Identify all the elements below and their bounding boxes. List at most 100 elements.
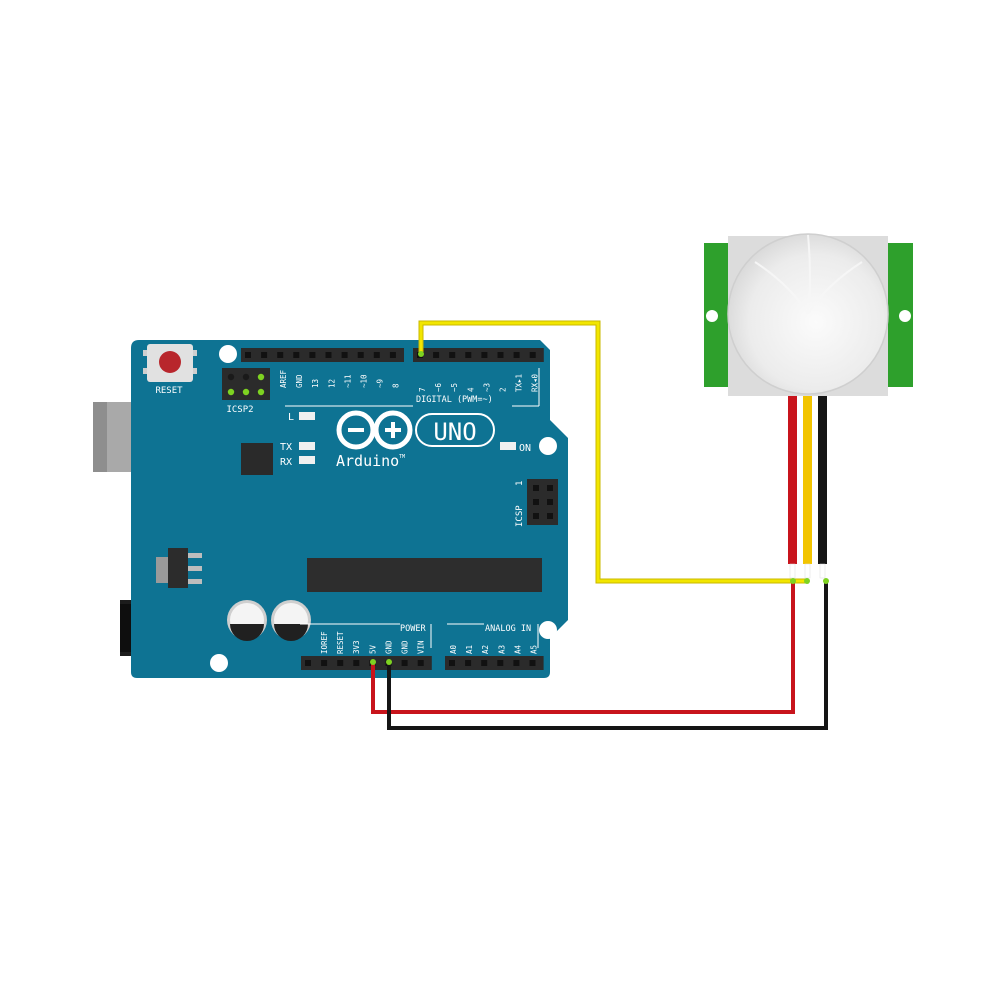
pin-label: 8 <box>392 383 401 388</box>
pin-label: ~9 <box>376 379 385 388</box>
header-pin <box>497 352 504 358</box>
header-pin <box>533 513 539 519</box>
pin-label: ~3 <box>482 383 491 392</box>
icsp2-header <box>222 368 270 400</box>
pin-label: AREF <box>279 369 288 388</box>
lead-out <box>803 396 812 579</box>
led-on: ON <box>500 442 531 454</box>
led-l-label: L <box>288 412 294 423</box>
led-rx: RX <box>280 456 315 468</box>
header-pin <box>529 660 536 666</box>
header-pin <box>277 352 284 358</box>
header-pin <box>513 660 520 666</box>
led-l: L <box>288 412 315 423</box>
reset-label: RESET <box>155 386 183 396</box>
header-pin <box>533 485 539 491</box>
header-pin <box>401 660 408 666</box>
wire-ground[interactable] <box>387 581 828 730</box>
infinity-symbol <box>336 410 413 450</box>
sensor-bracket-right <box>884 243 913 387</box>
header-pin <box>389 352 396 358</box>
header-pin <box>353 660 360 666</box>
header-pin <box>337 660 344 666</box>
digital-header-label: DIGITAL (PWM=~) <box>416 395 493 405</box>
atmega-chip <box>307 558 542 592</box>
pin-label: GND <box>401 640 410 654</box>
lead-gnd <box>818 396 827 579</box>
icsp2-label: ICSP2 <box>226 405 253 415</box>
wire-signal[interactable] <box>418 320 807 584</box>
led-tx-label: TX <box>280 442 292 453</box>
icsp-label: ICSP <box>515 505 525 527</box>
pin-label: 4 <box>466 387 475 392</box>
bracket-hole <box>899 310 911 322</box>
power-silkscreen-frame <box>300 623 539 648</box>
pin-label: 5V <box>368 644 377 654</box>
pin-label: 12 <box>327 379 336 388</box>
header-pin <box>533 499 539 505</box>
header-pin <box>433 352 440 358</box>
header-pin <box>227 388 235 396</box>
pin-label: 2 <box>499 387 508 392</box>
header-pin <box>242 373 250 381</box>
pin-label: A4 <box>513 644 522 654</box>
wire-endpoint <box>804 578 810 584</box>
header-pin <box>547 499 553 505</box>
header-pin <box>257 388 265 396</box>
header-body <box>241 348 404 362</box>
arduino-wordmark: Arduino <box>336 452 399 470</box>
power-pin-labels: IOREF RESET 3V3 5V GND GND VIN <box>320 631 426 654</box>
reset-button[interactable] <box>143 344 197 382</box>
power-header-label: POWER <box>400 624 426 634</box>
pin-label: RX◂0 <box>531 373 540 392</box>
header-pin <box>373 352 380 358</box>
uno-label: UNO <box>433 418 476 446</box>
led-tx: TX <box>280 442 315 453</box>
header-pin <box>547 485 553 491</box>
digital-header-right <box>413 348 544 362</box>
wire-endpoint <box>370 659 376 665</box>
pin-label: ~10 <box>360 374 369 388</box>
header-pin <box>481 352 488 358</box>
header-pin <box>309 352 316 358</box>
pin-label: ~5 <box>450 383 459 392</box>
mounting-hole <box>539 621 557 639</box>
pin-label: IOREF <box>320 631 329 654</box>
header-pin <box>449 352 456 358</box>
pin-label: GND <box>384 640 393 654</box>
wire-power[interactable] <box>371 581 795 714</box>
pin-label: A5 <box>530 645 539 654</box>
header-pin <box>481 660 488 666</box>
header-pin <box>513 352 520 358</box>
pin-label: VIN <box>417 640 426 654</box>
pin-label: 7 <box>418 387 427 392</box>
header-pin <box>465 660 472 666</box>
arduino-trademark: TM <box>399 454 405 460</box>
wire-endpoint <box>386 659 392 665</box>
capacitor <box>227 600 267 641</box>
digital-silkscreen-frame <box>285 368 540 407</box>
pin-label: A3 <box>497 645 506 654</box>
pin-label: A1 <box>465 645 474 654</box>
pin-label: A2 <box>481 645 490 654</box>
header-pin <box>245 352 251 358</box>
pin-label: RESET <box>336 631 345 654</box>
wire-endpoint <box>418 351 424 357</box>
header-pin <box>357 352 364 358</box>
pin-label: 3V3 <box>352 640 361 654</box>
wire-endpoint <box>790 578 796 584</box>
capacitor <box>271 600 311 641</box>
pin-label: 13 <box>311 379 320 388</box>
header-body <box>445 656 544 670</box>
pin-label: TX▸1 <box>515 374 524 392</box>
header-pin <box>547 513 553 519</box>
icsp-pin1-marker: 1 <box>515 481 525 486</box>
pcb <box>131 340 568 678</box>
header-pin <box>257 373 265 381</box>
header-body <box>413 348 544 362</box>
analog-header <box>445 656 544 670</box>
lead-vcc <box>788 396 797 579</box>
